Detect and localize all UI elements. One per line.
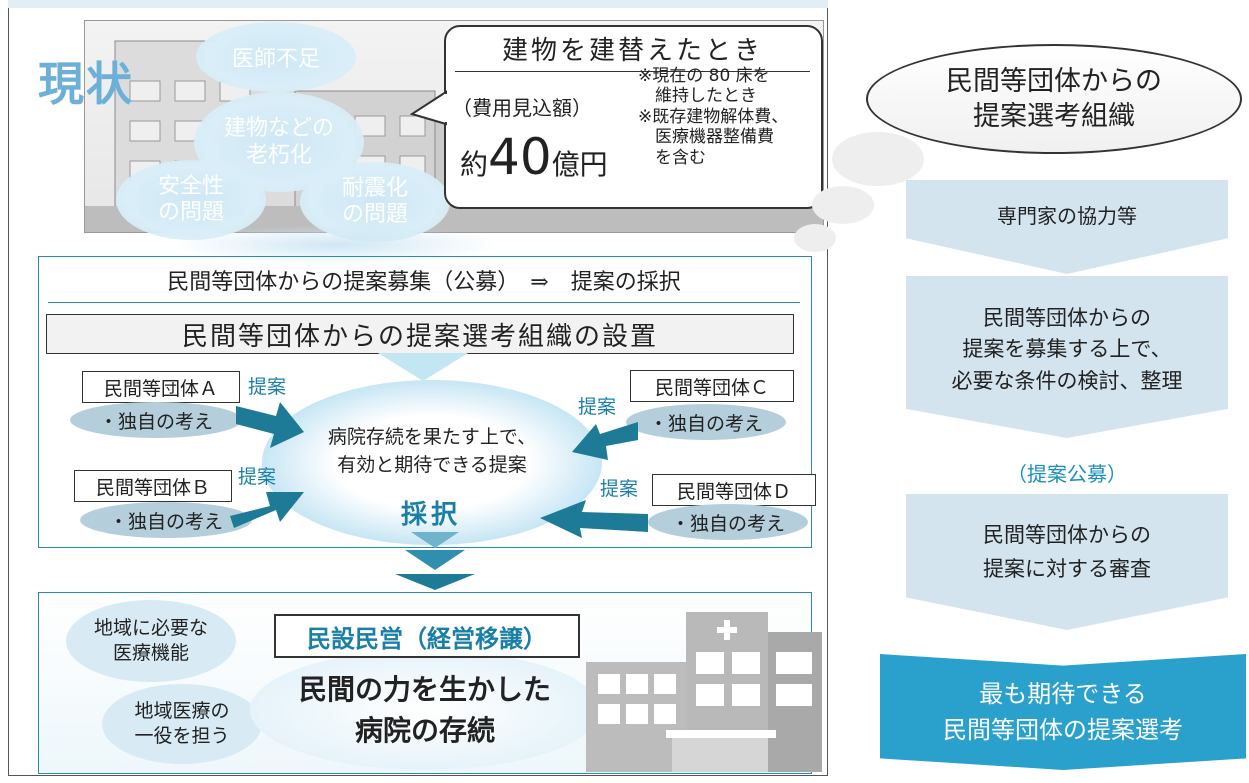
cost-prefix: 約 — [460, 148, 489, 181]
current-glow — [170, 225, 500, 265]
org-ellipse: 民間等団体からの 提案選考組織 — [866, 44, 1242, 154]
group-d-arrow — [540, 500, 648, 538]
final-selection: 最も期待できる 民間等団体の提案選考 — [880, 654, 1246, 770]
final-selection-text: 最も期待できる 民間等団体の提案選考 — [943, 680, 1183, 744]
group-c-box: 民間等団体Ｃ — [630, 370, 794, 402]
proposal-header: 民間等団体からの提案募集（公募） ⇒ 提案の採択 — [48, 264, 800, 303]
step-expert-text: 専門家の協力等 — [997, 203, 1137, 228]
result-bubble-role: 地域医療の 一役を担う — [102, 684, 262, 764]
cost-note: ※現在の 80 床を 維持したとき ※既存建物解体費、 医療機器整備費 を含む — [638, 66, 789, 168]
issue-seismic: 耐震化 の問題 — [341, 175, 408, 227]
result-glow — [250, 650, 600, 770]
thought-bubble-3 — [794, 224, 836, 252]
rebuild-title: 建物を建替えたとき — [455, 30, 810, 72]
cost-suffix: 億円 — [551, 148, 608, 181]
group-c-tag: 提案 — [578, 396, 617, 418]
step-expert: 専門家の協力等 — [906, 180, 1228, 274]
group-b-arrow — [230, 492, 304, 528]
group-b-box: 民間等団体Ｂ — [74, 470, 232, 502]
thought-bubble-1 — [832, 132, 924, 186]
issue-aging: 建物などの 老朽化 — [223, 115, 334, 169]
step-conditions-text: 民間等団体からの 提案を募集する上で、 必要な条件の検討、整理 — [951, 305, 1183, 393]
cost-amount: 約40億円 — [460, 128, 608, 186]
group-b-idea: ・独自の考え — [80, 502, 252, 538]
group-a-box: 民間等団体Ａ — [82, 371, 240, 403]
group-b-tag: 提案 — [238, 466, 277, 488]
rebuild-callout — [444, 25, 823, 209]
section-down-arrow — [395, 532, 475, 590]
issue-cloud-doctor-shortage: 医師不足 — [196, 22, 356, 92]
public-call-label: （提案公募） — [1007, 462, 1127, 486]
result-title: 民設民営（経営移譲） — [274, 614, 580, 658]
group-d-box: 民間等団体Ｄ — [652, 474, 816, 506]
group-c-arrow — [572, 422, 638, 460]
callout-pointer — [410, 90, 448, 126]
issue-doctor-shortage: 医師不足 — [231, 47, 320, 72]
step-review-text: 民間等団体からの 提案に対する審査 — [983, 523, 1151, 581]
result-bubble-function: 地域に必要な 医療機能 — [66, 600, 236, 682]
group-d-idea: ・独自の考え — [648, 504, 808, 540]
committee-box: 民間等団体からの提案選考組織の設置 — [46, 314, 794, 354]
cost-number: 40 — [488, 128, 552, 186]
group-a-tag: 提案 — [248, 376, 287, 398]
top-band — [8, 0, 828, 8]
thought-bubble-2 — [812, 186, 874, 224]
group-a-idea: ・独自の考え — [70, 402, 242, 438]
committee-down-arrow — [378, 353, 468, 381]
step-conditions: 民間等団体からの 提案を募集する上で、 必要な条件の検討、整理 — [906, 276, 1228, 438]
adopt-label: 採択 — [400, 500, 461, 530]
result-function-text: 地域に必要な 医療機能 — [93, 617, 208, 664]
group-a-arrow — [236, 402, 304, 448]
step-review: 民間等団体からの 提案に対する審査 — [906, 494, 1228, 630]
result-main: 民間の力を生かした 病院の存続 — [298, 673, 551, 747]
cost-label: （費用見込額） — [452, 96, 592, 120]
hospital-building-icon — [586, 612, 822, 772]
group-c-idea: ・独自の考え — [626, 404, 786, 440]
group-d-tag: 提案 — [600, 478, 639, 500]
current-label: 現状 — [38, 57, 134, 111]
result-role-text: 地域医療の 一役を担う — [134, 700, 230, 747]
proposal-frame — [38, 256, 812, 548]
center-proposal-text: 病院存続を果たす上で、 有効と期待できる提案 — [327, 426, 537, 476]
issue-safety: 安全性 の問題 — [157, 173, 224, 225]
